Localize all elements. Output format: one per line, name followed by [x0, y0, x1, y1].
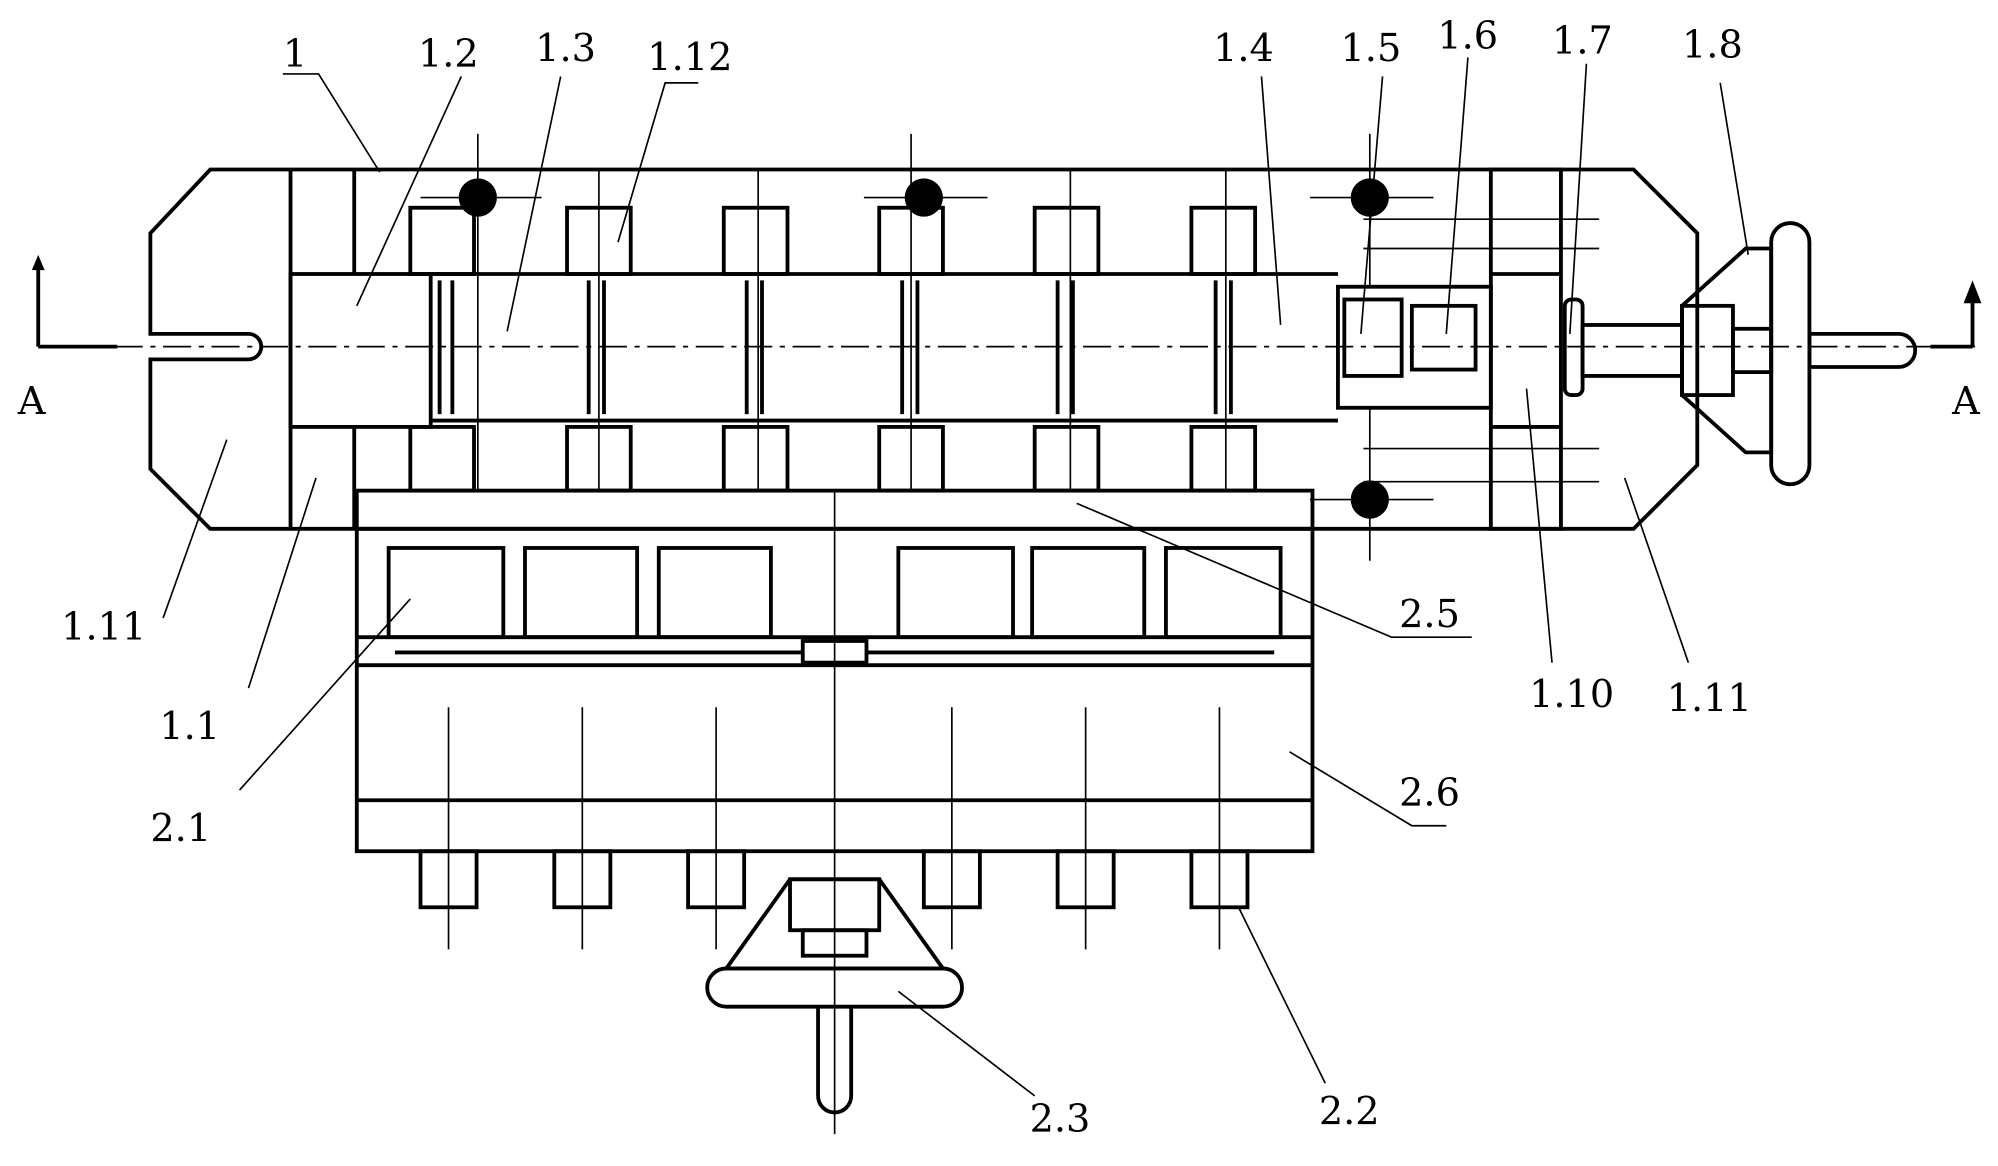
locating-pins: [420, 178, 1434, 519]
label-2-6: 2.6: [1399, 771, 1460, 815]
label-1-3: 1.3: [535, 27, 596, 71]
label-1-6: 1.6: [1437, 14, 1498, 58]
clamp-blocks-lower: [408, 424, 1258, 493]
label-2-2: 2.2: [1319, 1090, 1380, 1134]
bottom-handwheel[interactable]: [705, 877, 964, 1115]
label-1-11-right: 1.11: [1667, 677, 1752, 721]
label-1-2: 1.2: [418, 32, 479, 76]
lower-fixture-assembly: [354, 488, 1315, 1135]
label-2-1: 2.1: [150, 807, 211, 851]
label-1-12: 1.12: [647, 36, 732, 80]
label-1-11-left: 1.11: [61, 606, 146, 650]
label-1-8: 1.8: [1682, 23, 1743, 67]
right-handwheel[interactable]: [1680, 221, 1918, 487]
guide-lines-right: [1363, 218, 1600, 483]
label-1-4: 1.4: [1213, 27, 1274, 71]
section-mark-left: A: [17, 254, 118, 424]
label-1-1: 1.1: [159, 705, 220, 749]
part-labels: 1 1.2 1.3 1.12 1.4 1.5 1.6 1.7 1.8 1.11 …: [61, 14, 1752, 1141]
bottom-studs: [418, 849, 1250, 910]
label-2-5: 2.5: [1399, 593, 1460, 637]
label-2-3: 2.3: [1030, 1098, 1091, 1142]
section-mark-right: A: [1930, 280, 1982, 424]
label-1-10: 1.10: [1529, 673, 1614, 717]
svg-text:A: A: [17, 380, 46, 424]
clamp-blocks-upper: [408, 205, 1258, 276]
label-1-5: 1.5: [1340, 27, 1401, 71]
label-1: 1: [283, 32, 307, 76]
lower-thin-lines: [447, 490, 1221, 1135]
leader-lines: [162, 57, 1750, 1097]
pockets: [386, 546, 1283, 640]
label-1-7: 1.7: [1552, 20, 1613, 64]
svg-text:A: A: [1951, 380, 1980, 424]
thin-verticals: [477, 133, 1371, 561]
